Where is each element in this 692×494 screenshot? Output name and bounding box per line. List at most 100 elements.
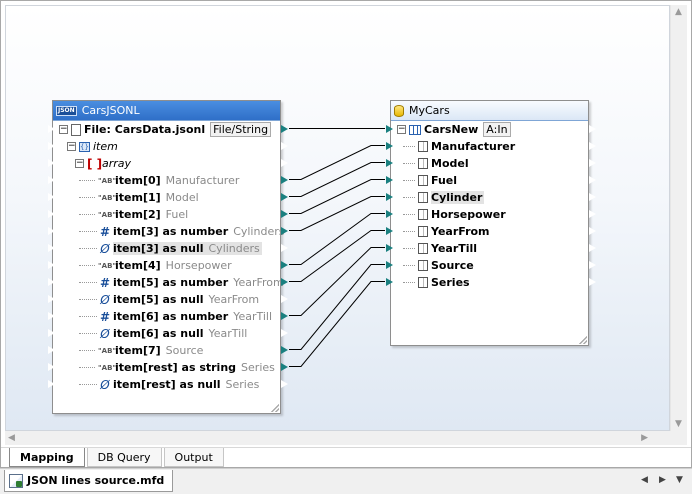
- connected-output-pin-icon[interactable]: [280, 361, 288, 372]
- mapping-canvas[interactable]: JSON CarsJSONL − File: CarsData.jsonl Fi…: [5, 5, 670, 431]
- collapse-icon[interactable]: −: [75, 158, 84, 168]
- input-pin-icon[interactable]: [47, 225, 55, 236]
- input-pin-icon[interactable]: [47, 242, 55, 253]
- table-action-button[interactable]: A:In: [483, 122, 511, 137]
- input-pin-icon[interactable]: [47, 123, 55, 134]
- source-field-item-7[interactable]: "AB"item[7]Source: [79, 342, 203, 359]
- source-array-row[interactable]: − [ ] array: [75, 155, 131, 172]
- target-column-model[interactable]: Model: [403, 155, 469, 172]
- scroll-left-icon[interactable]: ◀: [8, 433, 15, 443]
- source-item-row[interactable]: − {} item: [67, 138, 118, 155]
- collapse-icon[interactable]: −: [67, 141, 76, 151]
- input-pin-icon[interactable]: [47, 208, 55, 219]
- connected-output-pin-icon[interactable]: [280, 276, 288, 287]
- tab-output[interactable]: Output: [163, 448, 224, 467]
- connected-input-pin-icon[interactable]: [385, 191, 393, 202]
- connection-item-1-to-model[interactable]: [289, 162, 385, 197]
- connection-item-2-to-fuel[interactable]: [289, 179, 385, 214]
- source-field-item-1[interactable]: "AB"item[1]Model: [79, 189, 199, 206]
- connection-item-4-to-horsepower[interactable]: [289, 213, 385, 265]
- input-pin-icon[interactable]: [47, 327, 55, 338]
- target-column-horsepower[interactable]: Horsepower: [403, 206, 506, 223]
- input-pin-icon[interactable]: [47, 174, 55, 185]
- source-field-item-2[interactable]: "AB"item[2]Fuel: [79, 206, 188, 223]
- connected-output-pin-icon[interactable]: [280, 123, 288, 134]
- connected-output-pin-icon[interactable]: [280, 225, 288, 236]
- source-component-carsjsonl[interactable]: JSON CarsJSONL − File: CarsData.jsonl Fi…: [52, 100, 284, 414]
- output-pin-icon[interactable]: [280, 140, 288, 151]
- input-pin-icon[interactable]: [47, 276, 55, 287]
- connected-input-pin-icon[interactable]: [385, 208, 393, 219]
- output-pin-icon[interactable]: [280, 242, 288, 253]
- connected-input-pin-icon[interactable]: [385, 157, 393, 168]
- connection-item-3-as-number-to-cylinder[interactable]: [289, 196, 385, 231]
- connected-input-pin-icon[interactable]: [385, 276, 393, 287]
- document-tab[interactable]: JSON lines source.mfd: [4, 470, 174, 492]
- connected-input-pin-icon[interactable]: [385, 259, 393, 270]
- file-string-button[interactable]: File/String: [210, 122, 272, 137]
- connected-input-pin-icon[interactable]: [385, 174, 393, 185]
- output-pin-icon[interactable]: [588, 157, 596, 168]
- scroll-right-icon[interactable]: ▶: [641, 433, 648, 443]
- collapse-icon[interactable]: −: [59, 124, 68, 134]
- resize-grip-icon[interactable]: [271, 404, 279, 412]
- output-pin-icon[interactable]: [280, 378, 288, 389]
- output-pin-icon[interactable]: [588, 191, 596, 202]
- input-pin-icon[interactable]: [47, 157, 55, 168]
- connection-item-6-as-number-to-yeartill[interactable]: [289, 247, 385, 316]
- input-pin-icon[interactable]: [47, 259, 55, 270]
- source-field-item-4[interactable]: "AB"item[4]Horsepower: [79, 257, 232, 274]
- output-pin-icon[interactable]: [280, 327, 288, 338]
- output-pin-icon[interactable]: [588, 225, 596, 236]
- target-column-source[interactable]: Source: [403, 257, 474, 274]
- connected-output-pin-icon[interactable]: [280, 191, 288, 202]
- input-pin-icon[interactable]: [47, 378, 55, 389]
- connected-input-pin-icon[interactable]: [385, 140, 393, 151]
- target-column-manufacturer[interactable]: Manufacturer: [403, 138, 515, 155]
- connection-item-7-to-source[interactable]: [289, 264, 385, 350]
- connected-input-pin-icon[interactable]: [385, 123, 393, 134]
- connected-output-pin-icon[interactable]: [280, 208, 288, 219]
- connection-item-rest-as-string-to-series[interactable]: [289, 281, 385, 367]
- connection-item-0-to-manufacturer[interactable]: [289, 145, 385, 180]
- input-pin-icon[interactable]: [47, 191, 55, 202]
- connected-output-pin-icon[interactable]: [280, 344, 288, 355]
- source-field-item-0[interactable]: "AB"item[0]Manufacturer: [79, 172, 239, 189]
- target-column-yeartill[interactable]: YearTill: [403, 240, 477, 257]
- tab-list-icon[interactable]: ▼: [676, 475, 683, 485]
- connected-output-pin-icon[interactable]: [280, 259, 288, 270]
- tab-db-query[interactable]: DB Query: [86, 448, 162, 467]
- connection-item-5-as-number-to-yearfrom[interactable]: [289, 230, 385, 282]
- input-pin-icon[interactable]: [47, 140, 55, 151]
- target-component-header[interactable]: MyCars: [391, 101, 588, 121]
- output-pin-icon[interactable]: [588, 140, 596, 151]
- resize-grip-icon[interactable]: [579, 336, 587, 344]
- tab-scroll-right-icon[interactable]: ▶: [659, 475, 666, 485]
- vertical-scrollbar[interactable]: ▲ ▼: [670, 5, 687, 431]
- input-pin-icon[interactable]: [47, 344, 55, 355]
- output-pin-icon[interactable]: [588, 259, 596, 270]
- connected-input-pin-icon[interactable]: [385, 242, 393, 253]
- input-pin-icon[interactable]: [47, 293, 55, 304]
- horizontal-scrollbar[interactable]: ◀ ▶: [5, 431, 670, 445]
- target-column-fuel[interactable]: Fuel: [403, 172, 457, 189]
- target-column-cylinder[interactable]: Cylinder: [403, 189, 485, 206]
- source-component-header[interactable]: JSON CarsJSONL: [53, 101, 280, 121]
- output-pin-icon[interactable]: [588, 276, 596, 287]
- source-file-row[interactable]: − File: CarsData.jsonl File/String: [59, 121, 272, 138]
- input-pin-icon[interactable]: [47, 361, 55, 372]
- connected-input-pin-icon[interactable]: [385, 225, 393, 236]
- output-pin-icon[interactable]: [588, 208, 596, 219]
- output-pin-icon[interactable]: [588, 123, 596, 134]
- input-pin-icon[interactable]: [47, 310, 55, 321]
- output-pin-icon[interactable]: [280, 293, 288, 304]
